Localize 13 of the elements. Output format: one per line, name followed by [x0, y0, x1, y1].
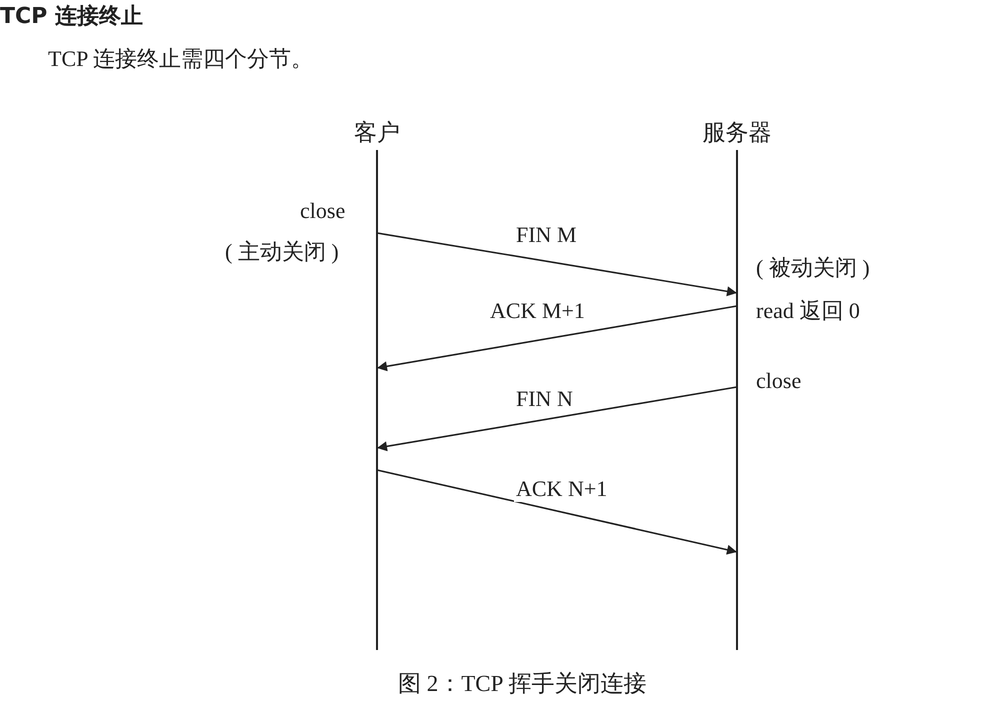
subtitle: TCP 连接终止需四个分节。 [48, 46, 314, 72]
note-label: ( 被动关闭 ) [756, 255, 870, 281]
message-arrow [376, 386, 738, 452]
event-label: read 返回 0 [756, 298, 860, 324]
event-label: close [300, 198, 346, 224]
lifeline-header: 服务器 [702, 119, 772, 148]
message-arrow [376, 469, 738, 555]
event-label: close [756, 368, 802, 394]
heading: TCP 连接终止 [0, 4, 143, 30]
figure-caption: 图 2：TCP 挥手关闭连接 [398, 671, 646, 697]
lifeline-header: 客户 [353, 119, 401, 148]
message-arrow [376, 305, 738, 372]
message-arrow [376, 232, 738, 296]
